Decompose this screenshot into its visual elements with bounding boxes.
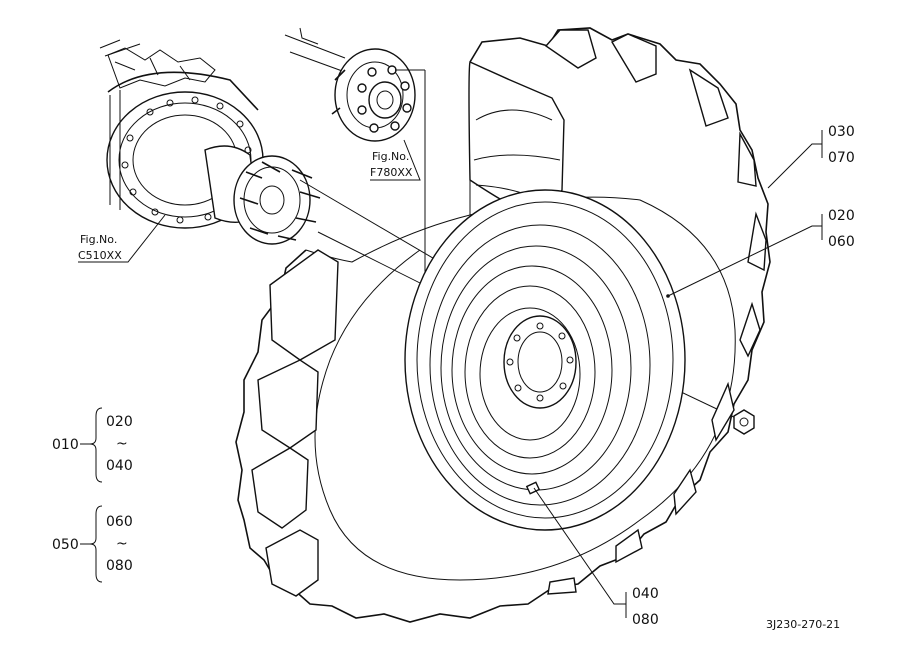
rim-drawing (404, 189, 686, 531)
group-010-parent: 010 (52, 437, 79, 453)
callout-080: 080 (632, 612, 659, 628)
leader-lines (78, 130, 823, 618)
group-010: 010 020 ~ 040 (52, 407, 133, 483)
drawing-number: 3J230-270-21 (766, 618, 840, 631)
group-050-tilde: ~ (116, 536, 128, 552)
group-050-to: 080 (106, 558, 133, 574)
fig-ref-c510-title: Fig.No. (80, 233, 117, 246)
axle-housing-drawing (99, 39, 321, 245)
group-010-from: 020 (106, 414, 133, 430)
callout-060: 060 (828, 234, 855, 250)
fig-ref-f780-title: Fig.No. (372, 150, 409, 163)
fig-ref-f780-code: F780XX (370, 166, 413, 179)
fig-ref-c510-code: C510XX (78, 249, 122, 262)
group-050-parent: 050 (52, 537, 79, 553)
group-050-from: 060 (106, 514, 133, 530)
callout-040: 040 (632, 586, 659, 602)
group-010-tilde: ~ (116, 436, 128, 452)
wheel-nut-drawing (733, 409, 755, 435)
tire-drawing (235, 27, 771, 623)
group-010-to: 040 (106, 458, 133, 474)
callout-070: 070 (828, 150, 855, 166)
group-050: 050 060 ~ 080 (52, 505, 133, 583)
callout-020: 020 (828, 208, 855, 224)
callout-030: 030 (828, 124, 855, 140)
hub-flange-drawing (284, 27, 416, 142)
